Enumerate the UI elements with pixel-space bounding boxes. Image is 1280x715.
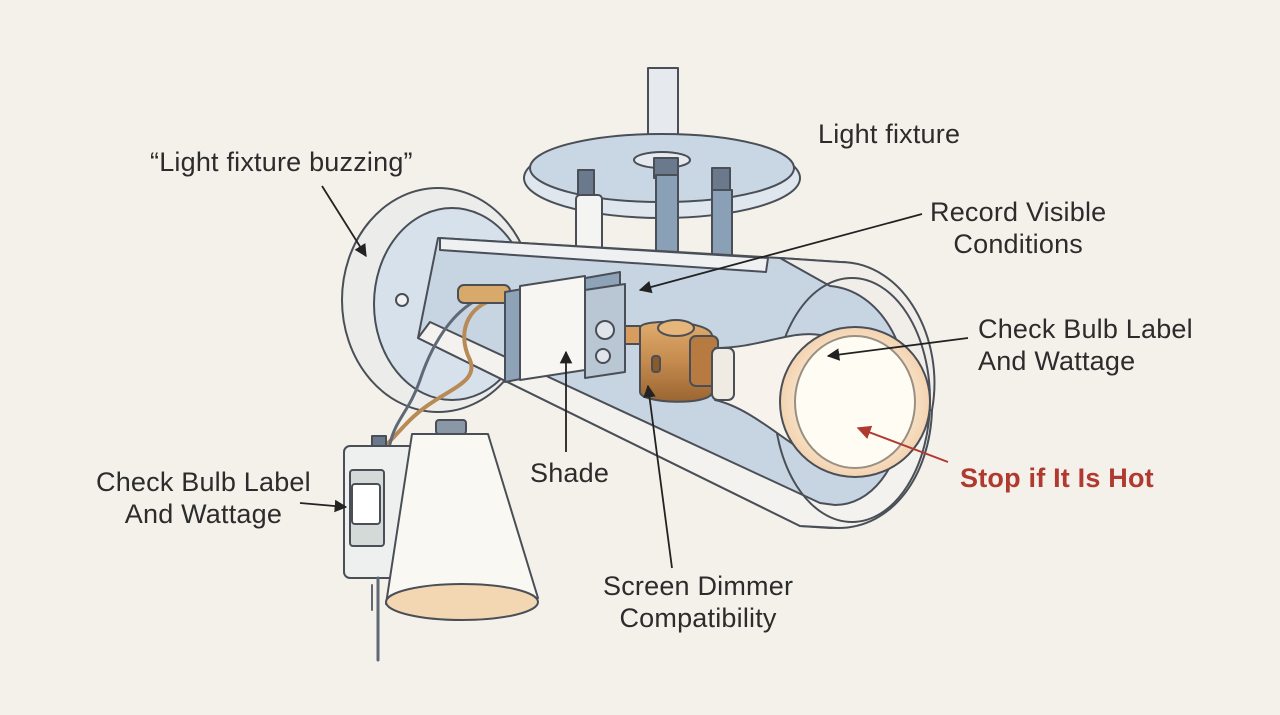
label-record-line1: Record Visible [930,197,1107,227]
callout-line-buzzing [321,185,367,258]
label-light-fixture-buzzing: “Light fixture buzzing” [150,147,413,177]
mounting-posts [571,157,733,271]
callout-line-record [638,213,923,294]
label-record-visible-conditions: Record Visible Conditions [930,196,1106,260]
label-screen-dimmer: Screen Dimmer Compatibility [603,570,793,634]
wires [380,284,511,447]
label-check-bulb-left: Check Bulb Label And Wattage [96,466,311,530]
label-check-bulb-left-line2: And Wattage [124,499,283,529]
junction-box [504,271,626,383]
callout-line-bulb-left [299,499,348,513]
label-check-bulb-left-line1: Check Bulb Label [96,467,311,497]
callout-line-stop-hot [856,425,949,463]
label-screen-line1: Screen Dimmer [603,571,794,601]
label-check-bulb-right-line2: And Wattage [978,346,1136,376]
lamp-shade [385,419,539,621]
label-check-bulb-right-line1: Check Bulb Label [978,314,1193,344]
label-stop-if-hot: Stop if It Is Hot [960,463,1154,493]
label-record-line2: Conditions [953,229,1083,259]
callout-lines [299,185,969,569]
bulb [711,326,931,478]
callout-line-screen [643,384,673,569]
label-shade: Shade [530,458,610,488]
label-check-bulb-right: Check Bulb Label And Wattage [978,313,1193,377]
socket [624,319,719,403]
label-light-fixture: Light fixture [818,119,961,149]
callout-line-bulb-right [826,337,969,361]
label-screen-line2: Compatibility [619,603,777,633]
